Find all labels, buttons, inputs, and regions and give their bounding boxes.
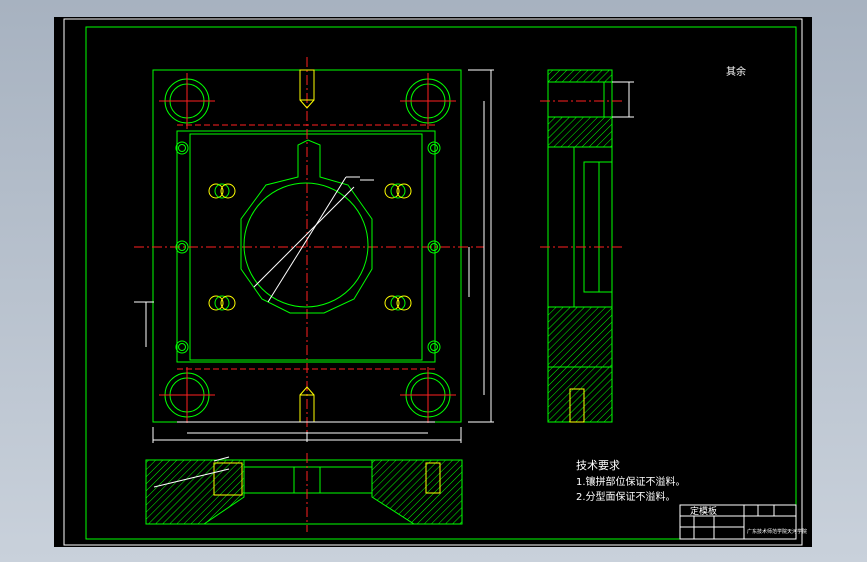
guide-bush-top-left [159,73,215,129]
side-section-view [540,69,634,423]
cad-viewport[interactable]: 其余 技术要求 1.镶拼部位保证不溢料。 2.分型面保证不溢料。 定模板 广东技… [54,17,812,547]
guide-bush-bottom-right [400,367,456,423]
tech-requirement-1: 1.镶拼部位保证不溢料。 [576,475,686,488]
drawing-canvas: 其余 技术要求 1.镶拼部位保证不溢料。 2.分型面保证不溢料。 定模板 广东技… [63,18,807,546]
guide-bush-bottom-left [159,367,215,423]
sheet-outer-border [63,18,803,546]
bottom-section-view [145,453,463,532]
sheet-inner-border [85,26,797,540]
guide-bush-top-right [400,73,456,129]
ejector-pin-top [299,69,315,109]
tech-requirement-2: 2.分型面保证不溢料。 [576,490,676,503]
cooling-plugs [208,183,412,311]
roughness-note: 其余 [726,65,746,78]
title-block: 定模板 广东技术师范学院天河学院 [679,504,807,540]
dimensions-top-view [134,69,494,443]
tech-requirements-title: 技术要求 [576,459,620,472]
part-name: 定模板 [690,505,717,517]
screw-holes [175,141,441,354]
central-cavity [240,139,374,314]
technical-requirements: 技术要求 1.镶拼部位保证不溢料。 2.分型面保证不溢料。 [576,459,686,503]
institution-name: 广东技术师范学院天河学院 [747,528,807,535]
top-view [134,57,494,443]
